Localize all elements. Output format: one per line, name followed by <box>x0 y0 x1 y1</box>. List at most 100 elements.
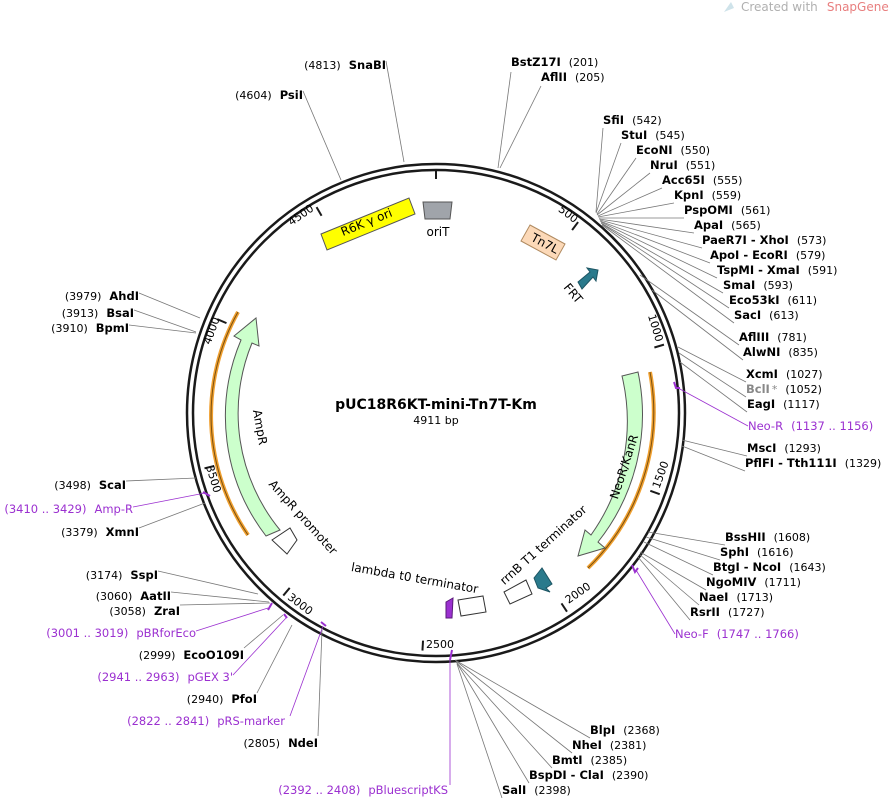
primer-label-pbluescriptks[interactable]: (2392 .. 2408)pBluescriptKS <box>278 783 448 797</box>
leader-line <box>317 629 323 737</box>
feature-r6k-ori[interactable]: R6K γ ori <box>320 197 416 251</box>
leader-line <box>289 625 324 717</box>
site-label-scai[interactable]: (3498)ScaI <box>54 478 126 492</box>
site-label-msci[interactable]: MscI(1293) <box>747 441 821 455</box>
feature-ampr-promoter[interactable]: AmpR promoter <box>266 477 340 557</box>
leader-line <box>635 569 676 635</box>
site-label-psii[interactable]: (4604)PsiI <box>235 88 303 102</box>
primer-label-neo-r[interactable]: Neo-R(1137 .. 1156) <box>748 419 873 433</box>
feature-frt[interactable]: FRT <box>561 267 599 307</box>
site-label-saci[interactable]: SacI(613) <box>734 308 799 322</box>
site-label-naei[interactable]: NaeI(1713) <box>699 590 773 604</box>
leader-line <box>600 222 724 294</box>
site-label-bsai[interactable]: (3913)BsaI <box>62 306 134 320</box>
site-label-pfoi[interactable]: (2940)PfoI <box>187 692 257 706</box>
leader-line <box>637 556 691 621</box>
watermark-text: Created with SnapGene ® <box>741 0 892 15</box>
site-label-eco53ki[interactable]: Eco53kI(611) <box>729 293 817 307</box>
site-label-paer7i-xhoi[interactable]: PaeR7I - XhoI(573) <box>702 233 826 247</box>
leader-line <box>455 660 573 754</box>
feature-label-lambda-t0-terminator: lambda t0 terminator <box>350 560 479 596</box>
site-label-sspi[interactable]: (3174)SspI <box>86 568 158 582</box>
tick-mark <box>654 343 665 349</box>
site-label-bmti[interactable]: BmtI(2385) <box>552 753 627 767</box>
leader-line <box>679 361 748 413</box>
tick-label-4500: 4500 <box>286 202 316 229</box>
leader-line <box>497 71 512 169</box>
site-label-acc65i[interactable]: Acc65I(555) <box>662 173 742 187</box>
leader-lines <box>125 60 749 798</box>
leader-line <box>647 531 726 546</box>
primer-label-neo-f[interactable]: Neo-F(1747 .. 1766) <box>675 627 799 641</box>
leader-line <box>601 224 735 324</box>
site-label-apoi-ecori[interactable]: ApoI - EcoRI(579) <box>710 248 825 262</box>
site-label-aflIII[interactable]: AflIII(781) <box>739 330 807 344</box>
site-label-xcmi[interactable]: XcmI(1027) <box>746 367 823 381</box>
site-label-sfii[interactable]: SfiI(542) <box>603 113 662 127</box>
site-label-pspomi[interactable]: PspOMI(561) <box>684 203 770 217</box>
site-label-aflii[interactable]: AflII(205) <box>541 70 605 84</box>
tick-mark <box>560 602 568 613</box>
site-label-bcli[interactable]: BclI*(1052) <box>746 382 822 396</box>
leader-line <box>179 602 271 606</box>
feature-lambda-t0-terminator[interactable]: lambda t0 terminator <box>350 560 487 619</box>
feature-orit[interactable]: oriT <box>422 201 453 239</box>
site-label-tspmi-xmai[interactable]: TspMI - XmaI(591) <box>717 263 837 277</box>
leader-line <box>596 172 651 216</box>
site-label-ngomiv[interactable]: NgoMIV(1711) <box>706 575 801 589</box>
leader-line <box>595 127 604 213</box>
site-label-rsrii[interactable]: RsrII(1727) <box>690 605 765 619</box>
primer-label-amp-r[interactable]: (3410 .. 3429)Amp-R <box>4 502 133 516</box>
site-label-blpi[interactable]: BlpI(2368) <box>590 723 660 737</box>
site-label-pflfi-tth111i[interactable]: PflFI - Tth111I(1329) <box>745 456 881 470</box>
site-label-eagi[interactable]: EagI(1117) <box>747 397 820 411</box>
leader-line <box>599 220 711 264</box>
site-label-nrui[interactable]: NruI(551) <box>650 158 715 172</box>
tick-mark <box>204 464 215 470</box>
feature-label-ampr: AmpR <box>250 408 270 446</box>
primer-marks <box>202 381 680 661</box>
plasmid-length: 4911 bp <box>413 414 458 427</box>
leader-line <box>651 289 744 361</box>
feature-ampr[interactable]: AmpR <box>209 311 281 537</box>
site-label-smai[interactable]: SmaI(593) <box>723 278 793 292</box>
site-label-bpmi[interactable]: (3910)BpmI <box>51 321 129 335</box>
site-label-zrai[interactable]: (3058)ZraI <box>109 604 180 618</box>
feature-label-orit: oriT <box>427 225 451 239</box>
tick-mark <box>315 206 323 217</box>
site-label-sali[interactable]: SalI(2398) <box>502 783 571 797</box>
site-label-ecoo109i[interactable]: (2999)EcoO109I <box>139 648 244 662</box>
site-label-sphi[interactable]: SphI(1616) <box>720 545 794 559</box>
site-label-apai[interactable]: ApaI(565) <box>694 218 761 232</box>
feature-neor-kanr[interactable]: NeoR/KanR <box>577 371 656 570</box>
leader-line <box>195 607 269 632</box>
primer-label-prs-marker[interactable]: (2822 .. 2841)pRS-marker <box>127 714 285 728</box>
primer-labels: Neo-R(1137 .. 1156) Neo-F(1747 .. 1766) … <box>4 419 873 797</box>
site-label-kpni[interactable]: KpnI(559) <box>674 188 741 202</box>
leader-line <box>681 439 748 457</box>
site-label-btgi-ncoi[interactable]: BtgI - NcoI(1643) <box>713 560 826 574</box>
leader-line <box>385 60 405 163</box>
site-label-bsshii[interactable]: BssHII(1608) <box>725 530 810 544</box>
primer-label-pgex-3[interactable]: (2941 .. 2963)pGEX 3' <box>97 670 233 684</box>
primer-label-pbrforeco[interactable]: (3001 .. 3019)pBRforEco <box>46 626 196 640</box>
site-label-aatii[interactable]: (3060)AatII <box>96 589 171 603</box>
site-label-ahdi[interactable]: (3979)AhdI <box>65 289 139 303</box>
leader-line <box>256 624 293 694</box>
site-label-nhei[interactable]: NheI(2381) <box>572 738 646 752</box>
leader-line <box>125 477 197 482</box>
tick-label-2500: 2500 <box>426 638 454 651</box>
leader-line <box>681 445 746 472</box>
site-label-econi[interactable]: EcoNI(550) <box>636 143 710 157</box>
site-label-alwni[interactable]: AlwNI(835) <box>743 345 818 359</box>
site-label-bstz17i[interactable]: BstZ17I(201) <box>511 55 598 69</box>
feature-tn7l[interactable]: Tn7L <box>520 224 566 261</box>
leader-line <box>597 202 675 218</box>
leader-line <box>597 187 663 217</box>
site-label-bspdi-clai[interactable]: BspDI - ClaI(2390) <box>529 768 648 782</box>
site-label-ndei[interactable]: (2805)NdeI <box>243 736 318 750</box>
site-label-xmni[interactable]: (3379)XmnI <box>61 525 139 539</box>
plasmid-name: pUC18R6KT-mini-Tn7T-Km <box>335 397 537 413</box>
site-label-snabi[interactable]: (4813)SnaBI <box>304 58 386 72</box>
site-label-stui[interactable]: StuI(545) <box>621 128 685 142</box>
